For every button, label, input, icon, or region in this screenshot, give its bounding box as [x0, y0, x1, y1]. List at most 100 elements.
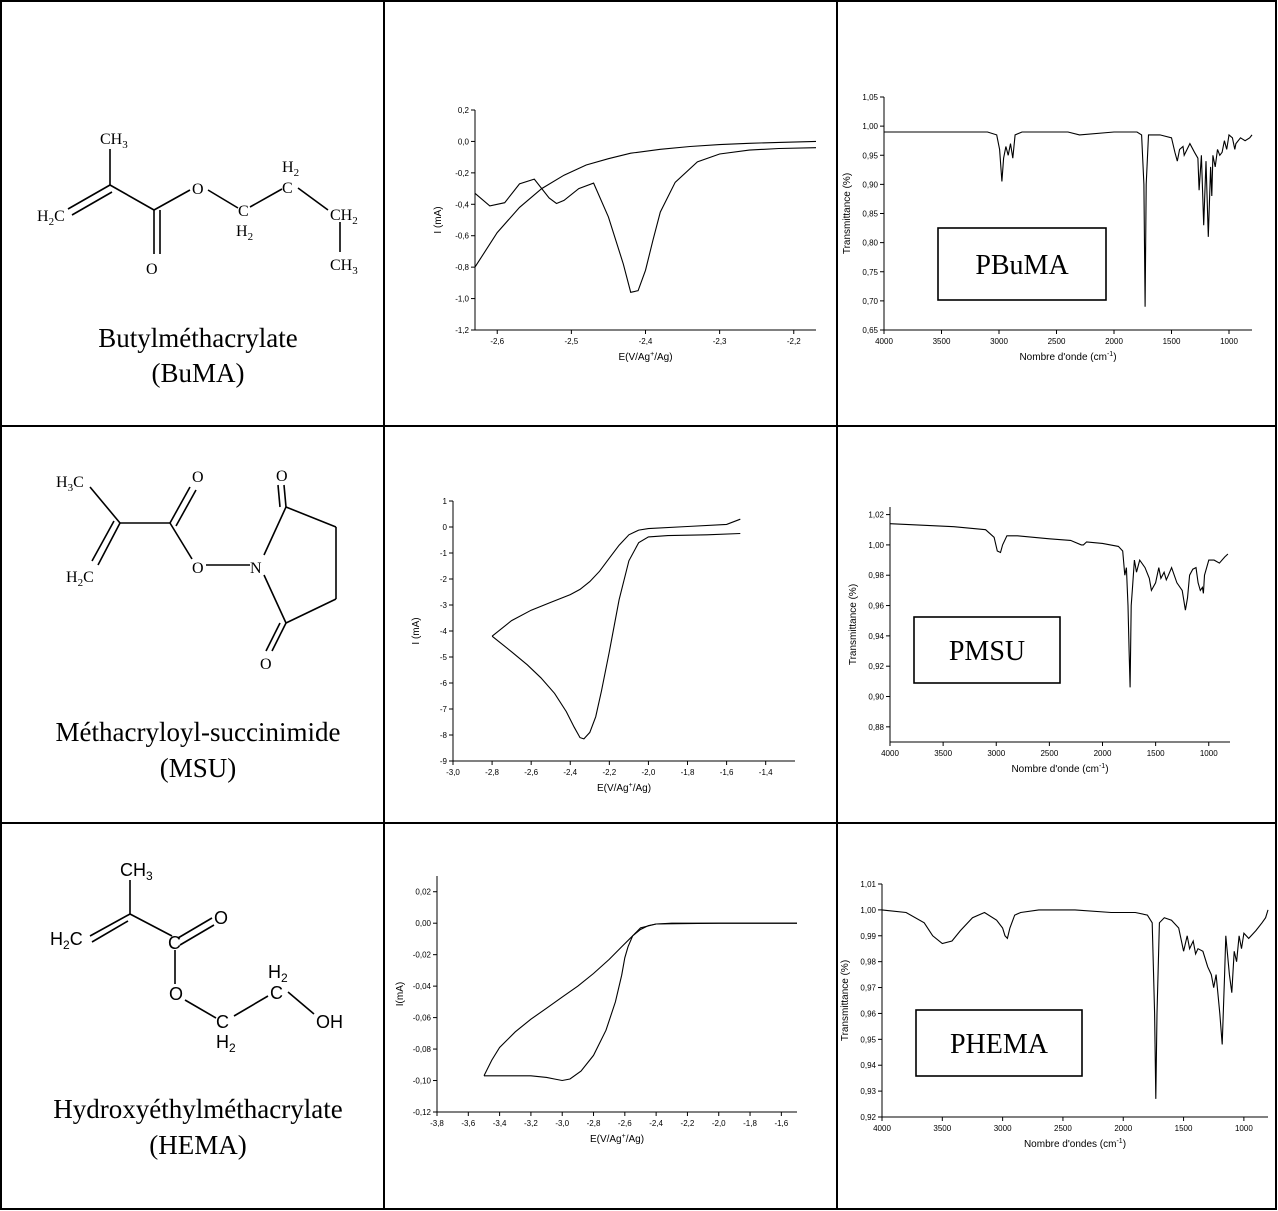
x-tick-label: -3,0	[446, 768, 460, 777]
x-tick-label: 1500	[1175, 1124, 1193, 1133]
y-tick-label: -0,10	[413, 1077, 432, 1086]
polymer-label: PMSU	[949, 636, 1025, 667]
y-tick-label: 0,90	[868, 693, 884, 702]
atom-o-carbonyl: O	[146, 261, 158, 278]
x-tick-label: -2,8	[485, 768, 499, 777]
atom-h2c: H2C	[66, 569, 94, 589]
x-tick-label: -2,2	[787, 337, 801, 346]
y-tick-label: -0,06	[413, 1014, 432, 1023]
x-tick-label: -2,2	[602, 768, 616, 777]
cell-cv-hema: -3,8-3,6-3,4-3,2-3,0-2,8-2,6-2,4-2,2-2,0…	[383, 822, 836, 1210]
x-tick-label: 1500	[1147, 749, 1165, 758]
y-tick-label: -7	[440, 705, 448, 714]
x-tick-label: 1500	[1163, 337, 1181, 346]
atom-ch3-end: CH3	[330, 257, 358, 277]
series-line-1	[491, 518, 741, 637]
y-tick-label: 0,92	[860, 1113, 876, 1122]
y-tick-label: 0,80	[862, 239, 878, 248]
x-tick-label: -2,3	[713, 337, 727, 346]
polymer-label-box	[937, 227, 1107, 301]
series-line-0	[889, 523, 1229, 688]
x-tick-label: -3,2	[524, 1119, 538, 1128]
x-tick-label: 3000	[994, 1124, 1012, 1133]
y-tick-label: -3	[440, 601, 448, 610]
atom-h2c: H2C	[37, 208, 65, 228]
x-tick-label: 3500	[934, 749, 952, 758]
y-tick-label: 0,94	[868, 632, 884, 641]
x-axis-label: E(V/Ag+/Ag)	[590, 1133, 644, 1145]
y-tick-label: 0,75	[862, 268, 878, 277]
y-tick-label: -1,0	[455, 295, 469, 304]
y-tick-label: 0,96	[868, 602, 884, 611]
y-tick-label: -0,6	[455, 232, 469, 241]
y-tick-label: 0,95	[862, 151, 878, 160]
structure-hema: CH3 H2C C O O C H2 C H2 OH Hydroxyéthylm…	[50, 860, 343, 1160]
x-tick-label: -1,8	[743, 1119, 757, 1128]
atom-o-ester: O	[192, 560, 204, 577]
atom-h3c: H3C	[56, 474, 84, 494]
y-tick-label: 0,98	[868, 571, 884, 580]
y-tick-label: 0,96	[860, 1009, 876, 1018]
y-tick-label: 1,00	[862, 122, 878, 131]
x-tick-label: -2,4	[649, 1119, 663, 1128]
atom-h2c: H2C	[50, 929, 83, 952]
cell-monomer-hema: CH3 H2C C O O C H2 C H2 OH Hydroxyéthylm…	[0, 822, 383, 1210]
y-tick-label: -0,12	[413, 1108, 432, 1117]
y-tick-label: 0,93	[860, 1087, 876, 1096]
y-axis-label: Transmittance (%)	[848, 584, 859, 665]
series-line-0	[881, 909, 1269, 1099]
y-tick-label: 0,00	[415, 919, 431, 928]
atom-h2-bottom: H2	[236, 223, 253, 243]
atom-h2-top: H2	[282, 159, 299, 179]
plot-cv-buma: -2,6-2,5-2,4-2,3-2,20,20,0-0,2-0,4-0,6-0…	[433, 106, 817, 363]
atom-o-ester: O	[169, 984, 183, 1004]
series-line-0	[474, 147, 817, 293]
x-tick-label: 3500	[933, 337, 951, 346]
polymer-label: PBuMA	[975, 250, 1069, 281]
y-axis-label: Transmittance (%)	[840, 960, 851, 1041]
atom-c-b: C	[282, 180, 293, 197]
atom-n: N	[250, 560, 262, 577]
atom-h2-top: H2	[268, 962, 288, 985]
y-tick-label: 0,0	[458, 137, 470, 146]
y-tick-label: -4	[440, 627, 448, 636]
x-tick-label: 2000	[1105, 337, 1123, 346]
monomer-abbr-hema: (HEMA)	[149, 1130, 246, 1160]
x-tick-label: -1,6	[774, 1119, 788, 1128]
x-tick-label: -2,4	[563, 768, 577, 777]
y-tick-label: 0,95	[860, 1035, 876, 1044]
atom-c-top: C	[270, 983, 283, 1003]
structure-buma: CH3 H2C O O C H2 C H2 CH2 CH3 Butylmétha…	[37, 131, 358, 388]
y-tick-label: 0,90	[862, 180, 878, 189]
x-tick-label: 4000	[873, 1124, 891, 1133]
atom-ch3: CH3	[120, 860, 153, 883]
y-tick-label: 1,01	[860, 880, 876, 889]
y-tick-label: 1,05	[862, 93, 878, 102]
y-tick-label: 0,99	[860, 932, 876, 941]
y-tick-label: 0,97	[860, 984, 876, 993]
y-tick-label: 0,70	[862, 297, 878, 306]
monomer-abbr-buma: (BuMA)	[152, 358, 245, 388]
x-tick-label: -2,0	[712, 1119, 726, 1128]
atom-o-carbonyl: O	[214, 908, 228, 928]
polymer-label-box	[913, 616, 1061, 684]
y-tick-label: -1,2	[455, 326, 469, 335]
polymer-label-box	[915, 1009, 1083, 1077]
y-tick-label: -0,04	[413, 982, 432, 991]
atom-c-bottom: C	[216, 1012, 229, 1032]
y-tick-label: 0,02	[415, 888, 431, 897]
y-tick-label: -9	[440, 757, 448, 766]
x-tick-label: -2,6	[524, 768, 538, 777]
x-axis-label: E(V/Ag+/Ag)	[618, 351, 672, 363]
cell-monomer-buma: CH3 H2C O O C H2 C H2 CH2 CH3 Butylmétha…	[0, 0, 383, 425]
x-tick-label: 1000	[1220, 337, 1238, 346]
x-tick-label: 1000	[1235, 1124, 1253, 1133]
